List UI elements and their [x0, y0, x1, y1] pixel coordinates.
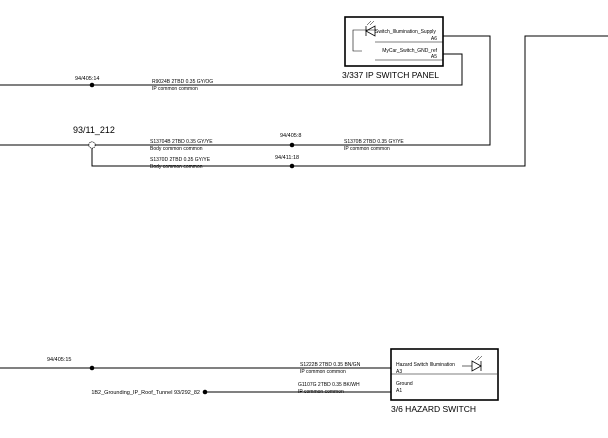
led-icon	[462, 355, 483, 372]
wire-code-w4: S1370D 2TBD 0.35 GY/YE	[150, 157, 211, 163]
connector-label-c2: 94/405:8	[280, 133, 301, 139]
wire-desc-w4: Body common common	[150, 164, 203, 170]
pin-a5-label: MyCar_Switch_GND_ref	[382, 48, 437, 54]
wire-code-w5: S1222B 2TBD 0.35 BN/GN	[300, 362, 361, 368]
ip-switch-panel[interactable]: Switch_Illumination_Supply A6 MyCar_Swit…	[344, 16, 444, 67]
connector-label-c1: 94/405:14	[75, 76, 99, 82]
pin-a6-label: Switch_Illumination_Supply	[375, 29, 436, 35]
connector-dot[interactable]	[89, 365, 95, 371]
pin-a5: A5	[431, 54, 437, 60]
connector-label-c4: 94/405:15	[47, 357, 71, 363]
hazard-switch-title: 3/6 HAZARD SWITCH	[391, 404, 476, 414]
connector-label-c3: 94/411:18	[275, 155, 299, 161]
ip-switch-panel-box[interactable]	[344, 16, 444, 67]
wire-code-w6: G1107G 2TBD 0.35 BK/WH	[298, 382, 360, 388]
splice-label: 93/11_212	[73, 125, 115, 135]
hazard-switch[interactable]: Hazard Switch Illumination A3 Ground A1	[390, 348, 499, 401]
led-icon	[365, 20, 376, 37]
splice-symbol[interactable]	[88, 141, 96, 149]
connector-dot[interactable]	[289, 163, 295, 169]
pin-a6: A6	[431, 36, 437, 42]
wire-desc-w5: IP common common	[300, 369, 346, 375]
ip-switch-panel-title: 3/337 IP SWITCH PANEL	[342, 70, 439, 80]
wire-desc-w6: IP common common	[298, 389, 344, 395]
pin-a3-label: Hazard Switch Illumination	[396, 362, 455, 368]
connector-dot[interactable]	[89, 82, 95, 88]
connector-points	[89, 82, 295, 395]
ground-dot[interactable]	[202, 389, 208, 395]
wire-desc-w3: IP common common	[344, 146, 390, 152]
hazard-switch-box[interactable]	[390, 348, 499, 401]
wire-code-w3: S1370B 2TBD 0.35 GY/YE	[344, 139, 404, 145]
wire-s1370b[interactable]	[0, 35, 491, 146]
ground-label: 1B2_Grounding_IP_Roof_Tunnel 93/292_82	[91, 390, 200, 396]
wire-r9024b[interactable]	[0, 53, 463, 86]
wire-code-w1: R9024B 2TBD 0.35 GY/OG	[152, 79, 213, 85]
wire-s1370d[interactable]	[91, 35, 608, 167]
wire-code-w2: S13704B 2TBD 0.35 GY/YE	[150, 139, 213, 145]
wire-desc-w1: IP common common	[152, 86, 198, 92]
connector-dot[interactable]	[289, 142, 295, 148]
pin-a1-label: Ground	[396, 381, 413, 387]
pin-a3: A3	[396, 369, 402, 375]
pin-a1: A1	[396, 388, 402, 394]
wire-lines	[0, 35, 608, 393]
wire-desc-w2: Body common common	[150, 146, 203, 152]
